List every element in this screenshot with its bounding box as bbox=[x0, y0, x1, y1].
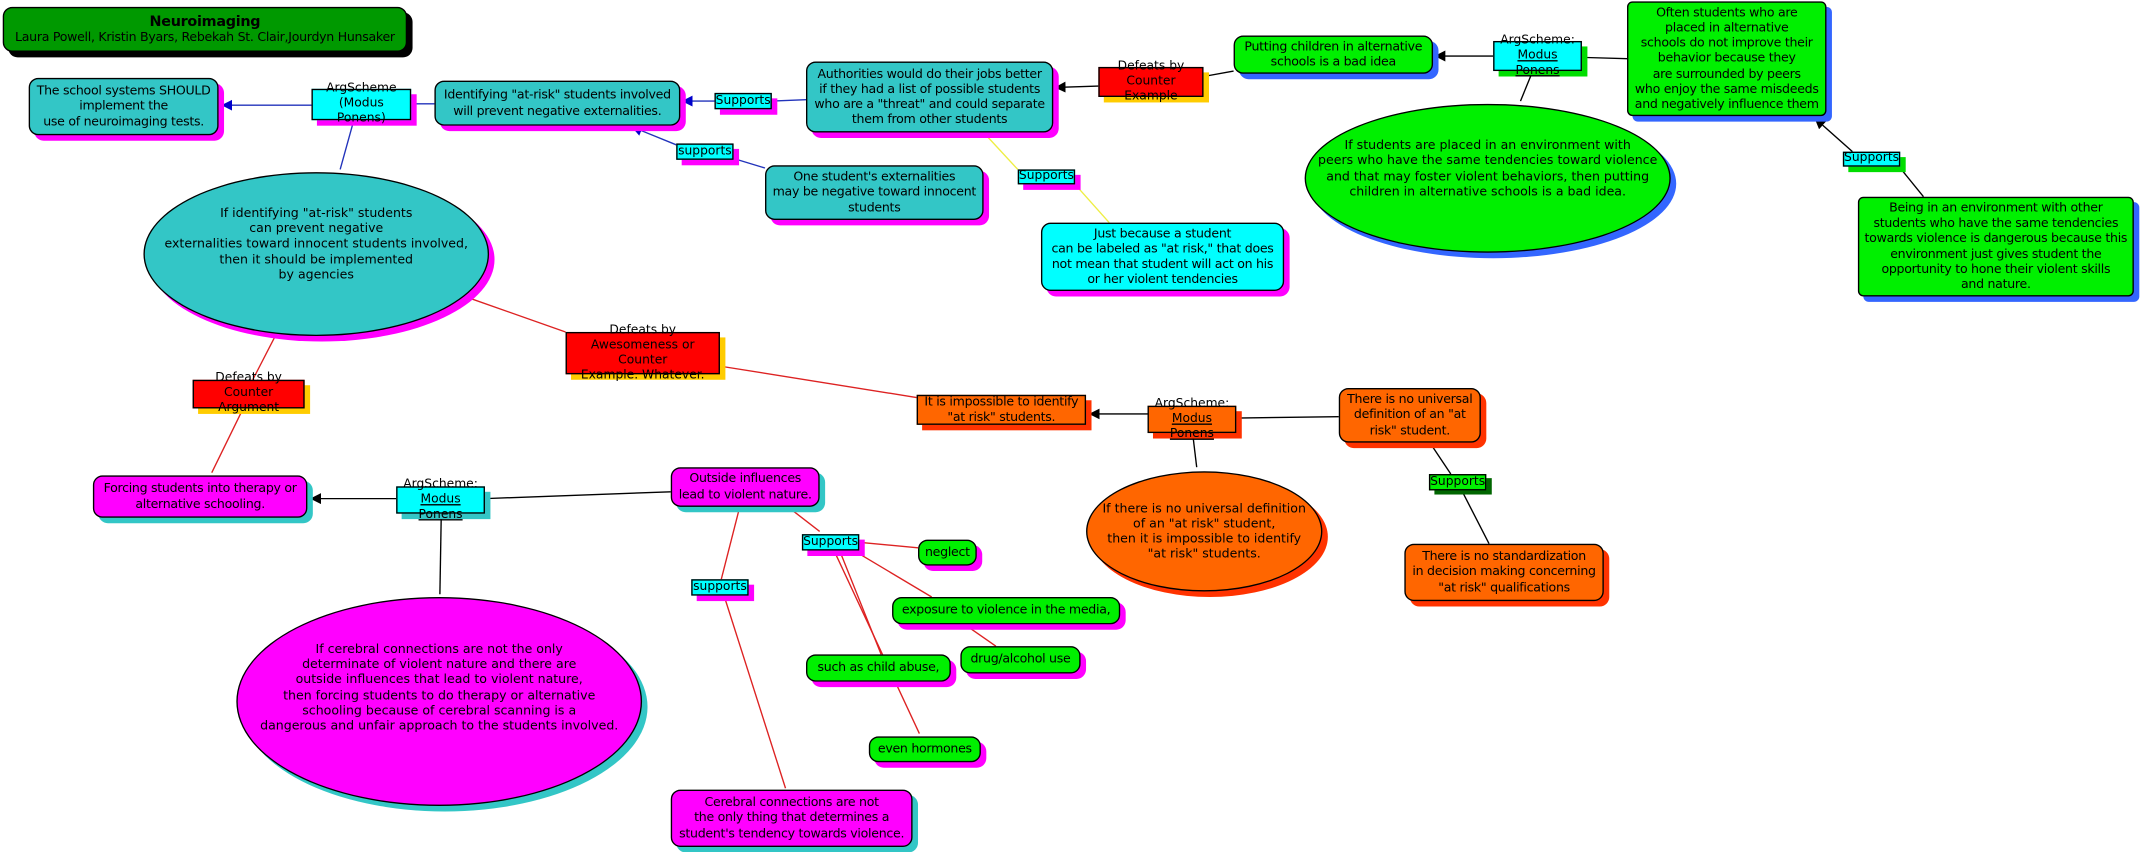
node-impossible-to-identify[interactable]: It is impossible to identify "at risk" s… bbox=[916, 395, 1087, 425]
node-identifying[interactable]: Identifying "at-risk" students involved … bbox=[434, 80, 681, 126]
warrant-ellipse-alternative-schools[interactable]: If students are placed in an environment… bbox=[1304, 103, 1671, 253]
node-forcing-students[interactable]: Forcing students into therapy or alterna… bbox=[92, 475, 308, 518]
supports-label[interactable]: Supports bbox=[1428, 474, 1487, 491]
node-drug-alcohol[interactable]: drug/alcohol use bbox=[960, 646, 1081, 674]
warrant-ellipse-cerebral[interactable]: If cerebral connections are not the only… bbox=[236, 596, 643, 806]
defeats-label[interactable]: Defeats by Counter Example bbox=[1098, 59, 1204, 103]
node-child-abuse[interactable]: such as child abuse, bbox=[805, 654, 951, 682]
node-no-universal-definition[interactable]: There is no universal definition of an "… bbox=[1338, 387, 1481, 443]
map-title: Neuroimaging Laura Powell, Kristin Byars… bbox=[2, 6, 408, 52]
supports-label[interactable]: Supports bbox=[1017, 169, 1076, 185]
supports-label[interactable]: Supports bbox=[801, 534, 860, 551]
map-authors: Laura Powell, Kristin Byars, Rebekah St.… bbox=[15, 29, 395, 45]
node-one-student[interactable]: One student's externalities may be negat… bbox=[765, 165, 984, 220]
supports-label[interactable]: Supports bbox=[1842, 151, 1901, 167]
argscheme-label[interactable]: ArgScheme: Modus Ponens bbox=[1493, 33, 1582, 77]
node-authorities[interactable]: Authorities would do their jobs better i… bbox=[805, 61, 1054, 133]
node-cerebral-connections[interactable]: Cerebral connections are not the only th… bbox=[670, 789, 913, 847]
supports-label[interactable]: supports bbox=[691, 579, 749, 596]
node-no-standardization[interactable]: There is no standardization in decision … bbox=[1404, 543, 1604, 602]
node-hormones[interactable]: even hormones bbox=[868, 736, 981, 763]
node-putting-children[interactable]: Putting children in alternative schools … bbox=[1233, 35, 1434, 74]
map-title-heading: Neuroimaging bbox=[149, 12, 261, 30]
argscheme-text: ArgScheme: bbox=[1154, 396, 1230, 411]
argscheme-label[interactable]: ArgScheme (Modus Ponens) bbox=[311, 82, 412, 126]
modus-ponens-text: Modus Ponens bbox=[418, 492, 463, 522]
node-just-because[interactable]: Just because a student can be labeled as… bbox=[1040, 222, 1285, 291]
argscheme-text: ArgScheme: bbox=[1500, 33, 1575, 48]
supports-label[interactable]: Supports bbox=[714, 92, 772, 110]
warrant-ellipse-no-universal[interactable]: If there is no universal definition of a… bbox=[1086, 471, 1323, 592]
defeats-label[interactable]: Defeats by Awesomeness or Counter Exampl… bbox=[565, 323, 720, 382]
argscheme-label[interactable]: ArgScheme: Modus Ponens bbox=[1147, 397, 1237, 441]
node-neglect[interactable]: neglect bbox=[918, 539, 977, 566]
warrant-ellipse-identifying[interactable]: If identifying "at-risk" students can pr… bbox=[143, 172, 490, 337]
defeats-label[interactable]: Defeats by Counter Argument bbox=[192, 372, 305, 415]
modus-ponens-text: Modus Ponens bbox=[1515, 48, 1560, 78]
argscheme-text: ArgScheme: bbox=[403, 477, 478, 492]
argscheme-label[interactable]: ArgScheme: Modus Ponens bbox=[396, 477, 485, 521]
node-exposure[interactable]: exposure to violence in the media, bbox=[892, 596, 1121, 625]
supports-label[interactable]: supports bbox=[676, 143, 734, 160]
modus-ponens-text: Modus Ponens bbox=[1169, 411, 1214, 441]
node-school-systems[interactable]: The school systems SHOULD implement the … bbox=[28, 77, 219, 136]
node-often-students[interactable]: Often students who are placed in alterna… bbox=[1627, 1, 1827, 117]
node-outside-influences[interactable]: Outside influences lead to violent natur… bbox=[670, 467, 820, 507]
node-being-in-environment[interactable]: Being in an environment with other stude… bbox=[1857, 196, 2134, 297]
